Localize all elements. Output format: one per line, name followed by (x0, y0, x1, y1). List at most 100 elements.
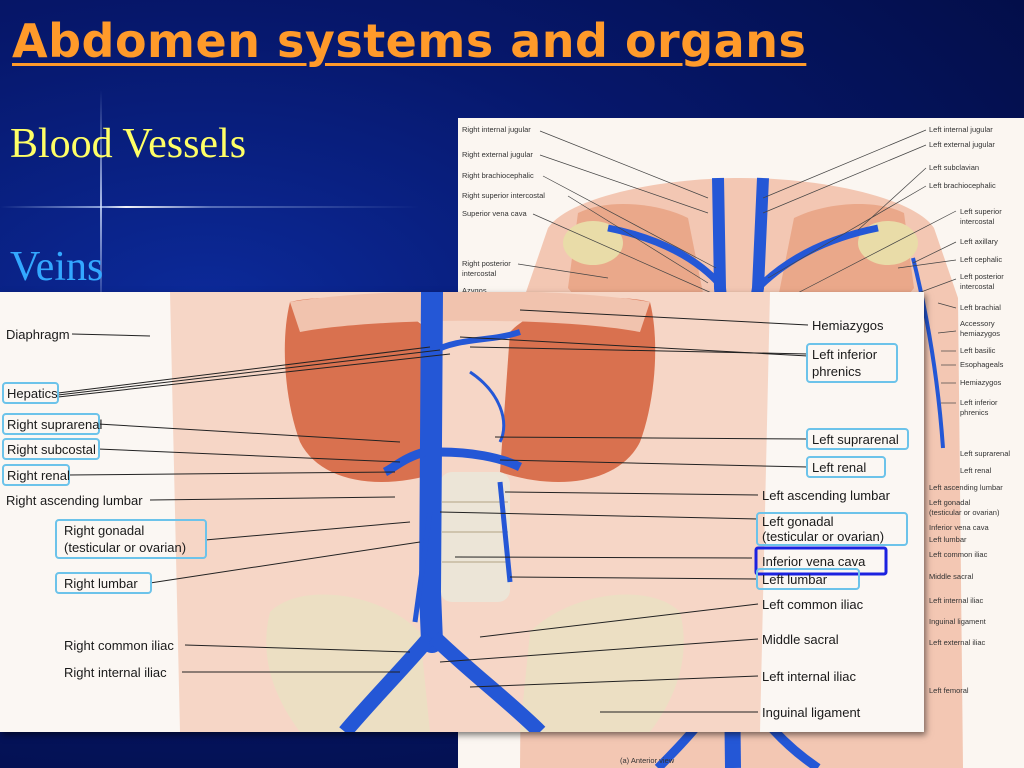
label-inferior-vena-cava-back: Inferior vena cava (929, 523, 989, 532)
label-left-common-iliac: Left common iliac (762, 597, 864, 612)
box-left-renal (806, 456, 886, 478)
label-left-gonadal: Left gonadal (762, 514, 834, 529)
label-left-gonadal-back: Left gonadal (929, 498, 971, 507)
box-left-gonadal (756, 512, 908, 546)
label-left-axillary: Left axillary (960, 237, 998, 246)
label-right-brachiocephalic: Right brachiocephalic (462, 171, 534, 180)
label-right-suprarenal: Right suprarenal (7, 417, 102, 432)
lens-flare-vertical (100, 90, 102, 320)
box-left-inferior-phrenics (806, 343, 898, 383)
label-inferior-vena-cava: Inferior vena cava (762, 554, 866, 569)
label-phrenics: phrenics (812, 364, 862, 379)
label-left-ascending-lumbar-back: Left ascending lumbar (929, 483, 1003, 492)
label-left-suprarenal: Left suprarenal (812, 432, 899, 447)
subtitle-veins: Veins (10, 244, 104, 290)
label-right-common-iliac: Right common iliac (64, 638, 174, 653)
label-right-subcostal: Right subcostal (7, 442, 96, 457)
label-hemiazygos-back: Hemiazygos (960, 378, 1002, 387)
label-right-ascending-lumbar: Right ascending lumbar (6, 493, 143, 508)
label-accessory-hemiazygos: hemiazygos (960, 329, 1000, 338)
front-left-leader-lines (57, 333, 451, 673)
right-gonadal-vessel (412, 511, 433, 623)
label-middle-sacral-back: Middle sacral (929, 572, 974, 581)
label-left-brachial: Left brachial (960, 303, 1001, 312)
label-left-inferior-back: Left inferior (960, 398, 998, 407)
lens-flare-horizontal (0, 206, 420, 208)
label-diaphragm: Diaphragm (6, 327, 70, 342)
left-pelvic-bone (520, 594, 684, 732)
label-right-internal-jugular: Right internal jugular (462, 125, 531, 134)
vertebra-lines (442, 501, 508, 563)
slide-title: Abdomen systems and organs (12, 14, 807, 68)
label-left-inferior: Left inferior (812, 347, 878, 362)
label-left-brachiocephalic: Left brachiocephalic (929, 181, 996, 190)
box-right-lumbar (55, 572, 152, 594)
label-hepatics: Hepatics (7, 386, 58, 401)
box-right-gonadal (55, 519, 207, 559)
label-left-internal-iliac: Left internal iliac (762, 669, 856, 684)
label-left-lumbar: Left lumbar (762, 572, 828, 587)
label-azygos: Azygos (462, 286, 487, 295)
label-right-superior-intercostal: Right superior intercostal (462, 191, 545, 200)
label-hemiazygos: Hemiazygos (812, 318, 884, 333)
label-left-renal: Left renal (812, 460, 866, 475)
label-left-subclavian: Left subclavian (929, 163, 979, 172)
phrenic-vessel (469, 370, 506, 443)
right-renal-vessel (382, 447, 427, 477)
label-left-superior: Left superior (960, 207, 1002, 216)
lumbar-spine (440, 472, 510, 602)
abdomen-veins-illustration: Diaphragm Hepatics Right suprarenal Righ… (2, 281, 909, 738)
right-shoulder-bone (563, 221, 623, 265)
label-left-common-iliac-back: Left common iliac (929, 550, 988, 559)
label-middle-sacral: Middle sacral (762, 632, 839, 647)
label-left-femoral: Left femoral (929, 686, 969, 695)
label-right-renal: Right renal (7, 468, 70, 483)
box-right-renal (2, 464, 70, 486)
label-right-lumbar: Right lumbar (64, 576, 138, 591)
box-left-suprarenal (806, 428, 909, 450)
label-phrenics-back: phrenics (960, 408, 989, 417)
diaphragm-edge (290, 290, 650, 332)
label-accessory: Accessory (960, 319, 995, 328)
label-right-external-jugular: Right external jugular (462, 150, 533, 159)
label-left-cephalic: Left cephalic (960, 255, 1002, 264)
box-left-lumbar (756, 568, 860, 590)
hepatic-vessel (430, 329, 521, 355)
left-subclavian-vein (755, 224, 879, 291)
left-ascending-lumbar-vessel (497, 481, 513, 583)
right-pelvic-bone (266, 594, 430, 732)
label-inguinal-ligament: Inguinal ligament (762, 705, 861, 720)
label-left-lumbar-back: Left lumbar (929, 535, 967, 544)
subtitle-blood-vessels: Blood Vessels (10, 121, 247, 167)
back-left-leader-lines (517, 130, 724, 299)
left-brachial-vein (911, 257, 945, 449)
label-right-gonadal-detail: (testicular or ovarian) (64, 540, 186, 555)
left-diaphragm-muscle (500, 297, 656, 482)
label-right-internal-iliac: Right internal iliac (64, 665, 167, 680)
label-left-posterior: Left posterior (960, 272, 1004, 281)
box-right-subcostal (2, 438, 100, 460)
label-left-external-iliac: Left external iliac (929, 638, 986, 647)
label-left-ascending-lumbar: Left ascending lumbar (762, 488, 891, 503)
box-inferior-vena-cava (754, 546, 888, 576)
label-gonadal-detail-back: (testicular or ovarian) (929, 508, 1000, 517)
label-left-renal-back: Left renal (960, 466, 992, 475)
label-left-external-jugular: Left external jugular (929, 140, 995, 149)
label-superior-vena-cava: Superior vena cava (462, 209, 527, 218)
label-left-internal-jugular: Left internal jugular (929, 125, 993, 134)
inferior-vena-cava-vessel (418, 281, 443, 653)
label-inguinal-ligament-back: Inguinal ligament (929, 617, 987, 626)
label-right-gonadal: Right gonadal (64, 523, 144, 538)
label-esophageals: Esophageals (960, 360, 1004, 369)
right-diaphragm-muscle (284, 297, 440, 482)
box-hepatics (2, 382, 59, 404)
right-common-iliac-vessel (339, 632, 436, 737)
label-left-suprarenal-back: Left suprarenal (960, 449, 1010, 458)
left-renal-vessel (439, 447, 523, 472)
front-right-leader-lines (439, 309, 809, 713)
abdominal-veins-figure: Diaphragm Hepatics Right suprarenal Righ… (0, 281, 924, 738)
label-left-internal-iliac-back: Left internal iliac (929, 596, 983, 605)
label-left-superior-intercostal: intercostal (960, 217, 995, 226)
label-left-gonadal-detail: (testicular or ovarian) (762, 529, 884, 544)
